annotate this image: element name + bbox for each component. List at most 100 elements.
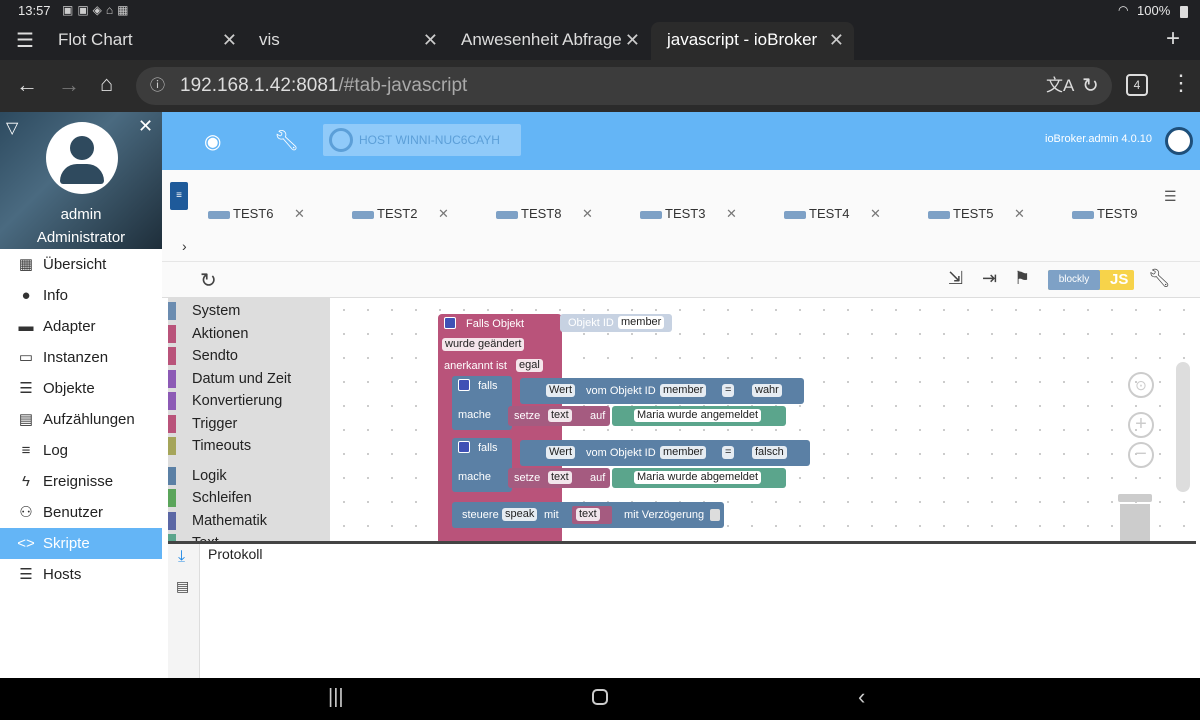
- close-icon[interactable]: ✕: [138, 116, 154, 136]
- operator-dropdown[interactable]: =: [722, 446, 735, 459]
- workspace[interactable]: Falls Objekt wurde geändert anerkannt is…: [332, 298, 1196, 541]
- toolbox-category[interactable]: Konvertierung: [168, 390, 330, 412]
- script-tab[interactable]: TEST9: [1072, 206, 1137, 221]
- toolbox-category[interactable]: Timeouts: [168, 435, 330, 457]
- trash-lid-icon[interactable]: [1118, 494, 1152, 502]
- home-icon[interactable]: [592, 689, 608, 705]
- toolbox-category[interactable]: Datum und Zeit: [168, 368, 330, 390]
- browser-tab[interactable]: vis✕: [243, 22, 448, 60]
- compare-block[interactable]: Wert vom Objekt ID member = wahr: [520, 378, 804, 404]
- wrench-icon[interactable]: 🔧︎: [274, 130, 300, 152]
- close-icon[interactable]: ✕: [294, 206, 305, 221]
- gear-icon[interactable]: [458, 441, 470, 453]
- operator-dropdown[interactable]: =: [722, 384, 735, 397]
- bool-dropdown[interactable]: falsch: [752, 446, 787, 459]
- set-variable-block[interactable]: setze text auf: [508, 468, 610, 488]
- script-tab[interactable]: TEST5✕: [928, 206, 1025, 221]
- sidebar-item-log[interactable]: ≡Log: [0, 435, 162, 466]
- info-icon[interactable]: ⓘ: [150, 77, 166, 94]
- scrollbar[interactable]: [1176, 362, 1190, 492]
- checkbox[interactable]: [710, 509, 720, 521]
- close-icon[interactable]: ✕: [726, 206, 737, 221]
- toolbox-category[interactable]: Trigger: [168, 413, 330, 435]
- set-variable-block[interactable]: setze text auf: [508, 406, 610, 426]
- target-value[interactable]: speak: [502, 508, 538, 521]
- text-value[interactable]: Maria wurde angemeldet: [634, 409, 762, 422]
- download-icon[interactable]: ⤓: [178, 548, 186, 565]
- trash-icon[interactable]: [1120, 504, 1150, 541]
- close-icon[interactable]: ✕: [870, 206, 881, 221]
- script-tab[interactable]: TEST3✕: [640, 206, 737, 221]
- value-dropdown[interactable]: Wert: [546, 446, 576, 459]
- sidebar-item-enums[interactable]: ▤Aufzählungen: [0, 404, 162, 435]
- close-icon[interactable]: ✕: [1014, 206, 1025, 221]
- sidebar-item-info[interactable]: ●Info: [0, 280, 162, 311]
- toolbox-category[interactable]: Aktionen: [168, 323, 330, 345]
- close-icon[interactable]: ✕: [422, 30, 438, 50]
- tab-count[interactable]: 4: [1126, 74, 1148, 96]
- toggle-tree-icon[interactable]: ≡: [170, 182, 188, 210]
- menu-icon[interactable]: ☰: [1164, 188, 1177, 204]
- copy-icon[interactable]: ▤: [176, 578, 190, 594]
- more-icon[interactable]: ⋮: [1170, 70, 1192, 95]
- event-dropdown[interactable]: wurde geändert: [442, 338, 525, 351]
- eye-icon[interactable]: ◉: [204, 131, 222, 153]
- forward-icon[interactable]: →: [58, 72, 80, 97]
- host-selector[interactable]: HOST WINNI-NUC6CAYH: [323, 124, 521, 156]
- sidebar-item-users[interactable]: ⚇Benutzer: [0, 497, 162, 528]
- close-icon[interactable]: ✕: [221, 30, 237, 50]
- export-icon[interactable]: ⇲: [948, 268, 964, 288]
- new-tab-icon[interactable]: +: [1166, 25, 1181, 52]
- script-tab[interactable]: TEST2✕: [352, 206, 449, 221]
- center-icon[interactable]: ⊙: [1128, 372, 1154, 398]
- browser-tab[interactable]: Flot Chart✕: [42, 22, 247, 60]
- variable-dropdown[interactable]: text: [576, 508, 600, 521]
- control-block[interactable]: steuere speak mit text mit Verzögerung: [452, 502, 724, 528]
- sidebar-item-scripts[interactable]: <>Skripte: [0, 528, 162, 559]
- variable-dropdown[interactable]: text: [548, 471, 572, 484]
- zoom-in-icon[interactable]: +: [1128, 412, 1154, 438]
- sidebar-item-hosts[interactable]: ☰Hosts: [0, 559, 162, 590]
- text-block[interactable]: Maria wurde abgemeldet: [612, 468, 786, 488]
- script-tab[interactable]: TEST8✕: [496, 206, 593, 221]
- browser-tab-active[interactable]: javascript - ioBroker✕: [651, 22, 854, 60]
- toolbox-category[interactable]: Mathematik: [168, 510, 330, 532]
- object-id-value[interactable]: member: [660, 384, 707, 397]
- close-icon[interactable]: ✕: [828, 30, 844, 50]
- toolbox-category[interactable]: System: [168, 300, 330, 322]
- collapse-icon[interactable]: ▽: [6, 120, 19, 137]
- wrench-icon[interactable]: 🔧︎: [1148, 268, 1171, 288]
- object-id-block[interactable]: Objekt ID member: [560, 314, 672, 332]
- value-dropdown[interactable]: Wert: [546, 384, 576, 397]
- refresh-icon[interactable]: ↻: [200, 270, 217, 292]
- script-tab[interactable]: TEST4✕: [784, 206, 881, 221]
- sidebar-item-adapter[interactable]: ▬Adapter: [0, 311, 162, 342]
- if-block[interactable]: falls mache: [452, 438, 512, 492]
- ack-dropdown[interactable]: egal: [516, 359, 543, 372]
- if-block[interactable]: falls mache: [452, 376, 512, 430]
- gear-icon[interactable]: [458, 379, 470, 391]
- object-id-value[interactable]: member: [618, 316, 665, 329]
- compare-block[interactable]: Wert vom Objekt ID member = falsch: [520, 440, 810, 466]
- gear-icon[interactable]: [444, 317, 456, 329]
- sidebar-item-objects[interactable]: ☰Objekte: [0, 373, 162, 404]
- variable-block[interactable]: text: [572, 506, 612, 524]
- blockly-js-toggle[interactable]: blockly JS: [1048, 270, 1134, 290]
- bool-dropdown[interactable]: wahr: [752, 384, 782, 397]
- home-icon[interactable]: ⌂: [100, 71, 114, 96]
- chevron-right-icon[interactable]: ›: [182, 238, 187, 254]
- script-tab[interactable]: TEST6✕: [208, 206, 305, 221]
- sidebar-item-overview[interactable]: ▦Übersicht: [0, 249, 162, 280]
- toolbox-category[interactable]: Schleifen: [168, 487, 330, 509]
- import-icon[interactable]: ⇥: [982, 268, 998, 288]
- close-icon[interactable]: ✕: [624, 30, 640, 50]
- translate-icon[interactable]: 文A: [1046, 76, 1075, 95]
- text-value[interactable]: Maria wurde abgemeldet: [634, 471, 762, 484]
- browser-tab[interactable]: Anwesenheit Abfrage✕: [445, 22, 650, 60]
- menu-icon[interactable]: ☰: [16, 30, 34, 52]
- variable-dropdown[interactable]: text: [548, 409, 572, 422]
- recents-icon[interactable]: |||: [328, 686, 344, 708]
- back-icon[interactable]: ‹: [858, 684, 866, 709]
- object-id-value[interactable]: member: [660, 446, 707, 459]
